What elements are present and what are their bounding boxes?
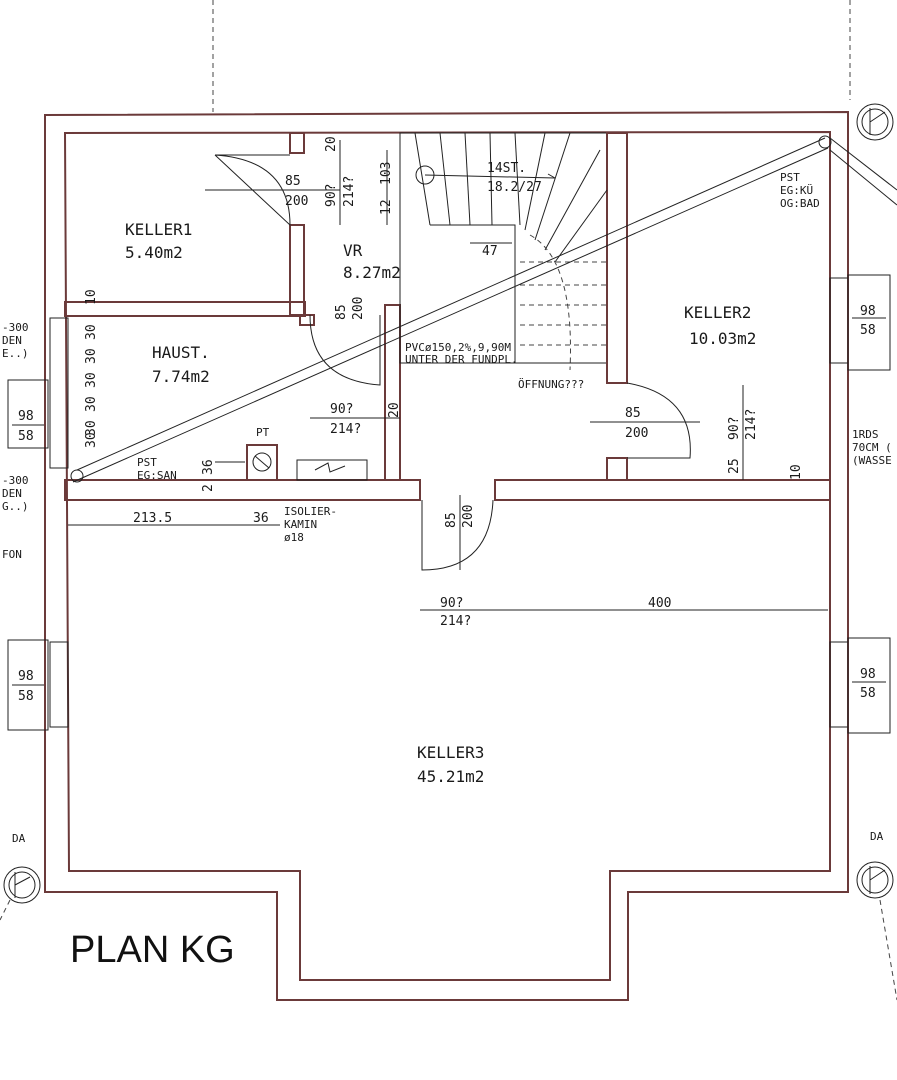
room-area-haust: 7.74m2 [152,367,210,386]
dim-213-5: 213.5 [133,511,172,526]
edge-text-7: FON [2,548,22,561]
window-left-upper: 98 58 [7,317,69,469]
note-rds-1: 1RDS [852,428,879,441]
note-pvc-2: UNTER DER FUNDPL. [405,353,518,366]
room-name-haust: HAUST. [152,343,210,362]
dim-90a: 90? [324,184,339,207]
dim-10: 10 [84,289,99,305]
dim-200c: 200 [625,426,648,441]
downpipe-bottom-left-icon [0,866,41,921]
dim-12: 12 [379,199,394,215]
note-kamin-1: ISOLIER- [284,505,337,518]
dim-90c: 90? [727,417,742,440]
edge-text-5: DEN [2,487,22,500]
dim-20a: 20 [324,136,339,152]
edge-text-4: -300 [2,474,29,487]
dim-30c: 30 [84,372,99,388]
room-area-keller3: 45.21m2 [417,767,484,786]
dim-2: 2 [201,484,216,492]
note-pst-san-2: EG:SAN [137,469,177,482]
dim-47: 47 [482,244,498,259]
window-right-upper: 98 58 [829,274,891,371]
dim-30b: 30 [84,348,99,364]
dim-90d: 90? [440,596,463,611]
downpipe-bottom-right-icon [856,861,897,1001]
dim-214c: 214? [744,409,759,440]
dim-30f: 30 [84,432,99,448]
dim-85a: 85 [285,174,301,189]
dimension-lines [68,140,828,611]
dim-85b: 85 [334,304,349,320]
room-name-keller3: KELLER3 [417,743,484,762]
dim-90b: 90? [330,402,353,417]
note-pst-san-1: PST [137,456,157,469]
room-name-keller1: KELLER1 [125,220,192,239]
dim-10b: 10 [789,464,804,480]
note-kamin-3: ø18 [284,531,304,544]
window-left-lower: 98 58 [7,639,69,731]
stair-steps: 14ST. [487,161,526,176]
edge-text-1: -300 [2,321,29,334]
window-right-lower: 98 58 [829,637,891,734]
dim-200b: 200 [351,297,366,320]
window-4-height: 58 [860,686,876,701]
dim-30a: 30 [84,324,99,340]
window-3-height: 58 [860,323,876,338]
note-rds-3: (WASSE [852,454,892,467]
downpipe-top-right-icon [856,103,894,141]
edge-text-3: E..) [2,347,29,360]
dim-214d: 214? [440,614,471,629]
doors [214,154,691,571]
note-rds-2: 70CM ( [852,441,892,454]
note-pst-kue-2: EG:KÜ [780,184,813,197]
dim-30d: 30 [84,396,99,412]
staircase [414,132,608,371]
dim-85c: 85 [625,406,641,421]
edge-text-6: G..) [2,500,29,513]
dim-103: 103 [379,162,394,185]
interior-walls [64,132,831,501]
dim-200a: 200 [285,194,308,209]
dim-36a: 36 [201,459,216,475]
outer-wall [44,110,849,1001]
note-oeffnung: ÖFFNUNG??? [518,378,584,391]
room-name-vr: VR [343,241,363,260]
dim-20b: 20 [387,402,402,418]
window-1-height: 58 [18,429,34,444]
dim-36b: 36 [253,511,269,526]
dim-214b: 214? [330,422,361,437]
room-name-keller2: KELLER2 [684,303,751,322]
note-da-left: DA [12,832,26,845]
note-kamin-2: KAMIN [284,518,317,531]
dim-214a: 214? [342,176,357,207]
note-pvc-1: PVCø150,2%,9,90M [405,341,511,354]
window-2-height: 58 [18,689,34,704]
window-1-width: 98 [18,409,34,424]
room-area-vr: 8.27m2 [343,263,401,282]
stair-ratio: 18.2/27 [487,180,542,195]
kamin-symbol [246,444,368,481]
dim-200d: 200 [461,505,476,528]
note-da-right: DA [870,830,884,843]
window-2-width: 98 [18,669,34,684]
dim-30e: 30 [84,420,99,436]
room-area-keller1: 5.40m2 [125,243,183,262]
window-4-width: 98 [860,667,876,682]
plan-title: PLAN KG [70,929,235,971]
room-area-keller2: 10.03m2 [689,329,756,348]
dim-85d: 85 [444,512,459,528]
note-pst-kue-1: PST [780,171,800,184]
window-3-width: 98 [860,304,876,319]
note-pt: PT [256,426,270,439]
dim-400: 400 [648,596,671,611]
note-pst-kue-3: OG:BAD [780,197,820,210]
dim-25: 25 [727,458,742,474]
diagonal-pipe [70,135,897,483]
edge-text-2: DEN [2,334,22,347]
